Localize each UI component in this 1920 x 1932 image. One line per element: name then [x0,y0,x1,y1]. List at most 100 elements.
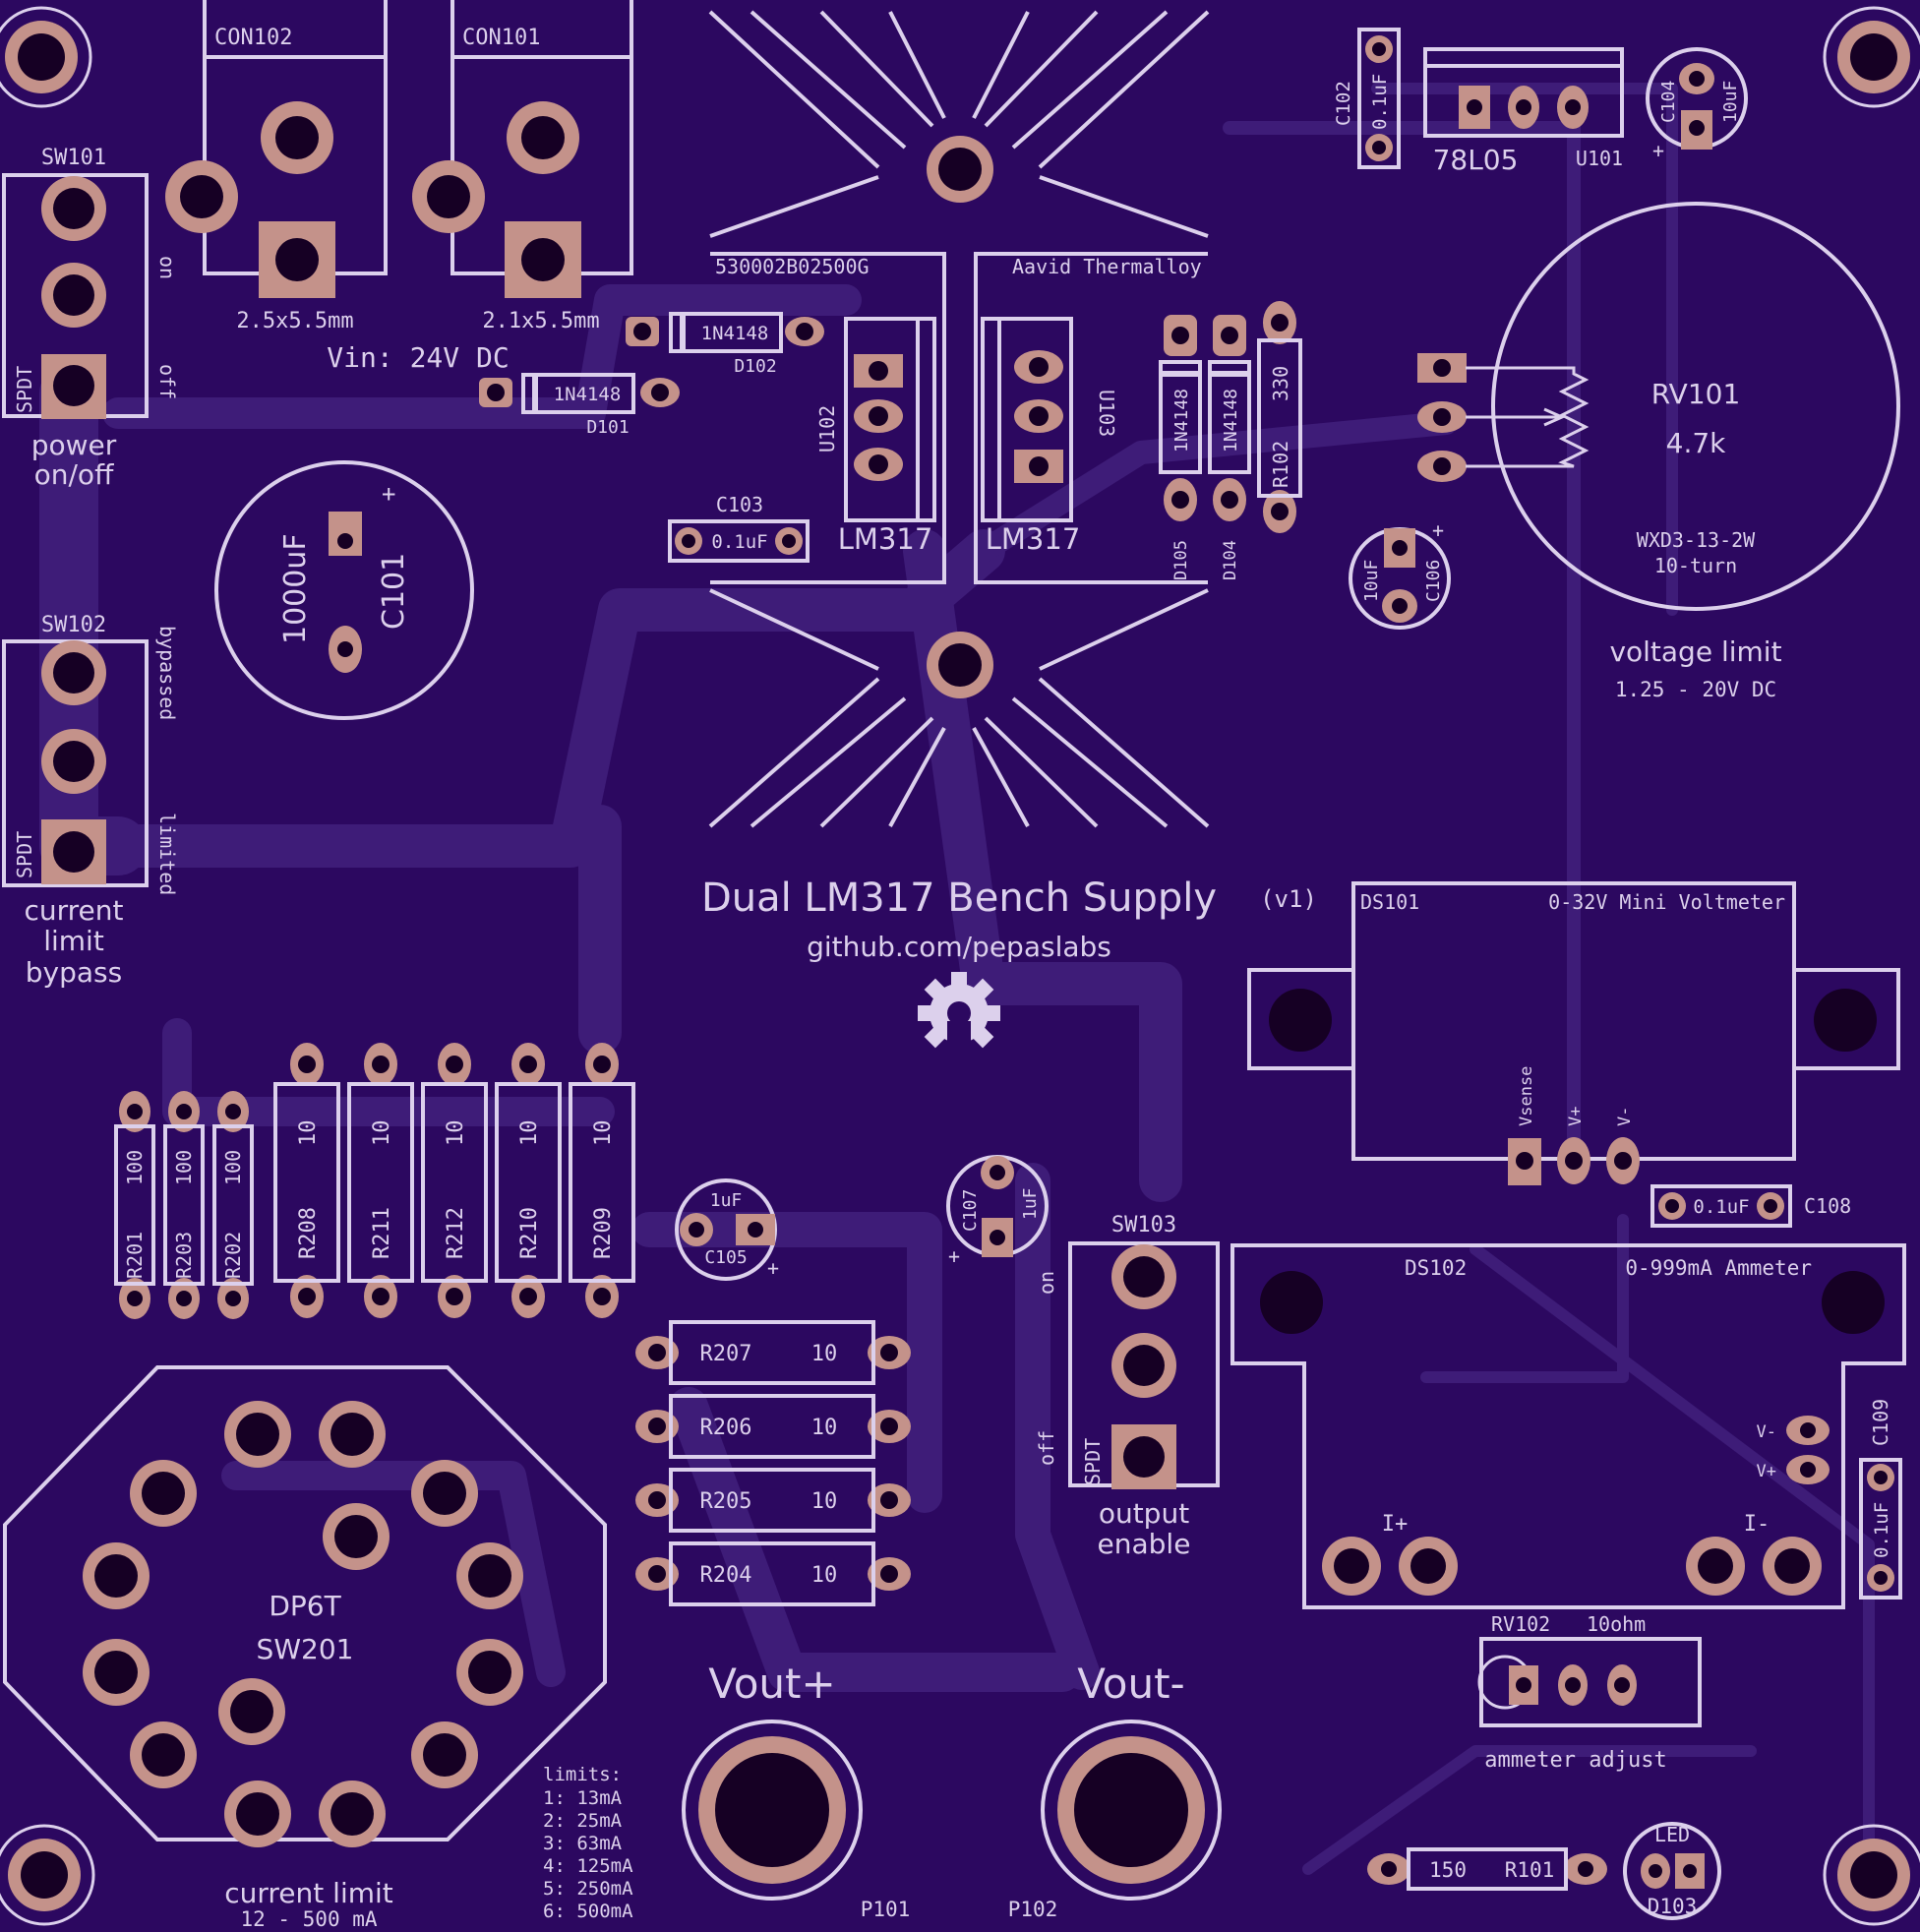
c104-value: 10uF [1720,81,1741,123]
mounting-hole-bl [0,1824,95,1926]
rv102-trimmer[interactable]: RV102 10ohm ammeter adjust [1477,1612,1702,1773]
vin-label: Vin: 24V DC [327,341,509,374]
r203-value: 100 [172,1150,196,1185]
r207-value: 10 [811,1342,838,1366]
ds102-ref: DS102 [1405,1256,1467,1280]
d103-label: LED [1654,1823,1690,1846]
d101-part: 1N4148 [554,384,622,405]
d101-diode[interactable]: 1N4148 D101 [479,373,680,438]
sw201-rotary-switch[interactable]: DP6T SW201 current limit 12 - 500 mA [2,1365,607,1931]
r205-resistor[interactable]: R205 10 [635,1468,911,1533]
sw101-label-2: on/off [34,458,114,491]
r202-resistor[interactable]: 100 R202 [212,1091,254,1319]
c105-capacitor[interactable]: 1uF C105 + [675,1178,779,1281]
c103-capacitor[interactable]: C103 0.1uF [668,493,810,563]
r101-resistor[interactable]: 150 R101 [1367,1847,1607,1891]
sw103-label-1: output [1099,1497,1189,1530]
r211-resistor[interactable]: 10 R211 [347,1043,414,1318]
ds101-pin-vminus: V- [1615,1107,1635,1126]
r206-value: 10 [811,1416,838,1440]
p101-binding-post[interactable]: Vout+ P101 [682,1660,911,1921]
sw102-type: SPDT [13,831,36,878]
r206-resistor[interactable]: R206 10 [635,1394,911,1459]
p101-ref: P101 [861,1898,911,1921]
limit-item-5: 5: 250mA [543,1878,633,1900]
c107-plus: + [948,1244,960,1268]
con101-jack[interactable]: CON101 2.1x5.5mm [412,0,633,333]
r201-resistor[interactable]: 100 R201 [114,1091,155,1319]
c102-capacitor[interactable]: 0.1uF C102 [1333,28,1401,169]
r102-resistor[interactable]: 330 R102 [1257,301,1302,533]
rv101-turns: 10-turn [1654,554,1737,577]
rv102-label: ammeter adjust [1484,1748,1666,1773]
sw201-label: current limit [224,1877,393,1909]
ds102-pin-vplus: V+ [1757,1462,1776,1481]
c101-value: 1000uF [278,533,313,644]
d104-part: 1N4148 [1221,389,1241,453]
d104-diode[interactable]: 1N4148 D104 [1208,315,1251,580]
ds101-name: 0-32V Mini Voltmeter [1548,890,1785,914]
c108-capacitor[interactable]: 0.1uF C108 [1650,1184,1851,1228]
u102-regulator[interactable]: U102 LM317 [815,317,936,556]
d102-diode[interactable]: 1N4148 D102 [626,312,824,377]
sw101-on-label: on [155,256,179,279]
r208-resistor[interactable]: 10 R208 [273,1043,340,1318]
c101-capacitor[interactable]: + 1000uF C101 [214,460,474,720]
p102-binding-post[interactable]: Vout- P102 [1008,1660,1222,1921]
r207-ref: R207 [700,1342,752,1366]
r210-ref: R210 [517,1207,542,1259]
r210-resistor[interactable]: 10 R210 [495,1043,562,1318]
heatsink-brand: Aavid Thermalloy [1012,255,1202,278]
c107-capacitor[interactable]: C107 1uF + [946,1155,1049,1268]
sw101-label-1: power [31,429,117,461]
sw101-switch[interactable]: SW101 SPDT on off power on/off [2,146,179,491]
sw101-off-label: off [155,364,179,399]
d103-ref: D103 [1648,1895,1698,1918]
r208-value: 10 [296,1120,321,1147]
con102-jack[interactable]: CON102 2.5x5.5mm [165,0,388,333]
c104-plus: + [1652,139,1664,162]
r211-value: 10 [370,1120,394,1147]
sw102-bypassed: bypassed [155,626,179,720]
d105-diode[interactable]: 1N4148 D105 [1159,315,1202,580]
r202-value: 100 [221,1150,245,1185]
c106-ref: C106 [1423,560,1444,602]
r209-resistor[interactable]: 10 R209 [569,1043,635,1318]
d105-part: 1N4148 [1171,389,1192,453]
r203-resistor[interactable]: 100 R203 [163,1091,205,1319]
rv101-part: WXD3-13-2W [1637,528,1756,552]
r204-resistor[interactable]: R204 10 [635,1541,911,1606]
c109-capacitor[interactable]: 0.1uF C109 [1859,1399,1902,1600]
sw102-limited: limited [155,813,179,895]
c109-value: 0.1uF [1871,1502,1892,1558]
u101-part: 78L05 [1433,144,1519,176]
sw102-ref: SW102 [41,613,106,637]
sw103-switch[interactable]: SW103 SPDT on off output enable [1035,1213,1220,1560]
u103-part: LM317 [986,522,1081,556]
r207-resistor[interactable]: R207 10 [635,1320,911,1385]
board-url: github.com/pepaslabs [807,931,1111,963]
r212-resistor[interactable]: 10 R212 [421,1043,488,1318]
p102-ref: P102 [1008,1898,1058,1921]
c103-ref: C103 [716,493,763,516]
d103-led[interactable]: LED D103 [1623,1822,1721,1920]
sw102-switch[interactable]: SW102 SPDT bypassed limited current limi… [2,613,179,989]
con101-ref: CON101 [462,26,540,50]
u101-regulator[interactable]: 78L05 U101 [1423,47,1624,176]
sw103-on-label: on [1035,1271,1058,1295]
con102-size: 2.5x5.5mm [236,309,353,333]
c104-capacitor[interactable]: C104 10uF + [1646,47,1748,162]
d101-ref: D101 [586,417,629,438]
c106-capacitor[interactable]: 10uF C106 + [1349,518,1451,630]
sw101-type: SPDT [13,366,36,413]
ds101-voltmeter[interactable]: DS101 0-32V Mini Voltmeter Vsense V+ V- [1247,881,1900,1185]
d104-ref: D104 [1221,540,1240,580]
sw201-pads [83,1401,523,1847]
u103-regulator[interactable]: U103 LM317 [981,317,1118,556]
c101-plus: + [382,480,395,508]
rv101-potentiometer[interactable]: RV101 4.7k WXD3-13-2W 10-turn voltage li… [1417,202,1900,701]
r206-ref: R206 [700,1416,752,1440]
ds102-ammeter[interactable]: DS102 0-999mA Ammeter V- V+ I+ I- [1230,1243,1906,1609]
r101-ref: R101 [1505,1858,1555,1882]
sw101-ref: SW101 [41,146,106,170]
